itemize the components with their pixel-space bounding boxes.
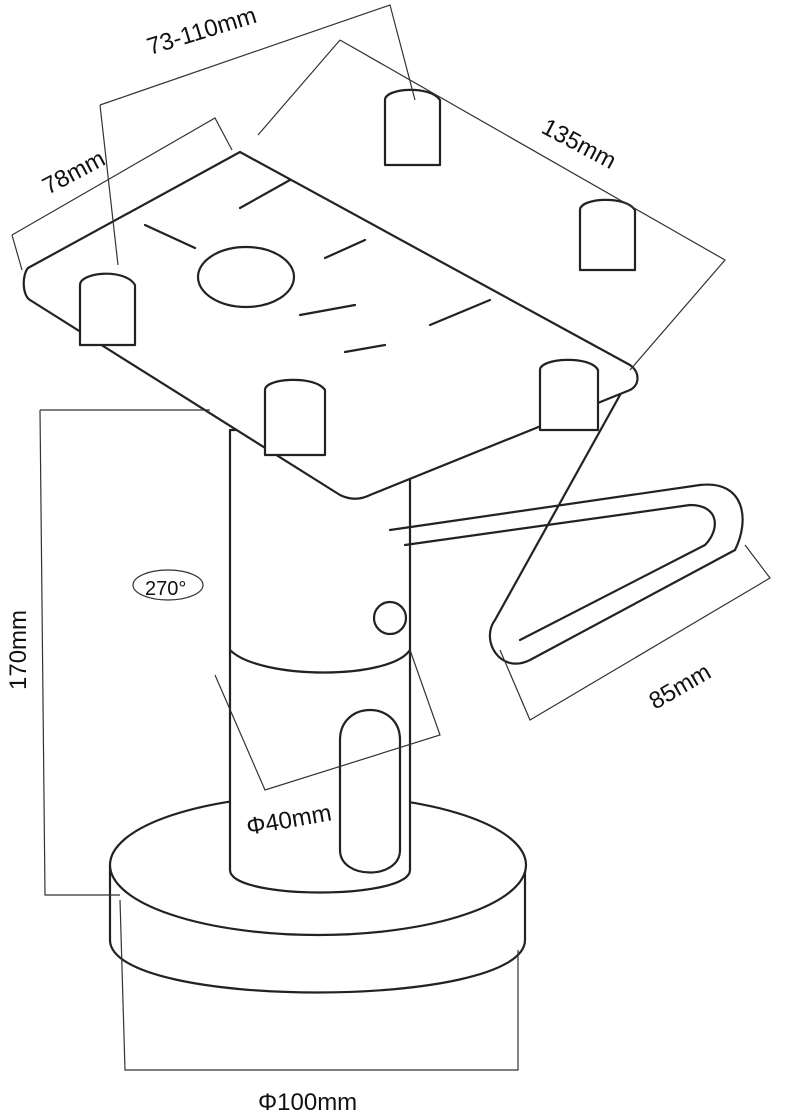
mounting-plate: [22, 150, 639, 500]
label-mount-depth: 78mm: [38, 145, 110, 200]
label-height: 170mm: [5, 610, 32, 690]
pole: [228, 428, 412, 894]
label-mount-width: 73-110mm: [144, 2, 260, 61]
dimension-lines: [11, 4, 771, 1071]
rotation-indicator: [132, 569, 204, 601]
label-handle-depth: 85mm: [645, 658, 716, 715]
label-rotation: 270°: [145, 578, 186, 600]
brackets: [78, 88, 637, 457]
handle: [388, 393, 744, 665]
label-plate-length: 135mm: [537, 113, 620, 174]
label-base-diameter: Φ100mm: [258, 1089, 357, 1114]
